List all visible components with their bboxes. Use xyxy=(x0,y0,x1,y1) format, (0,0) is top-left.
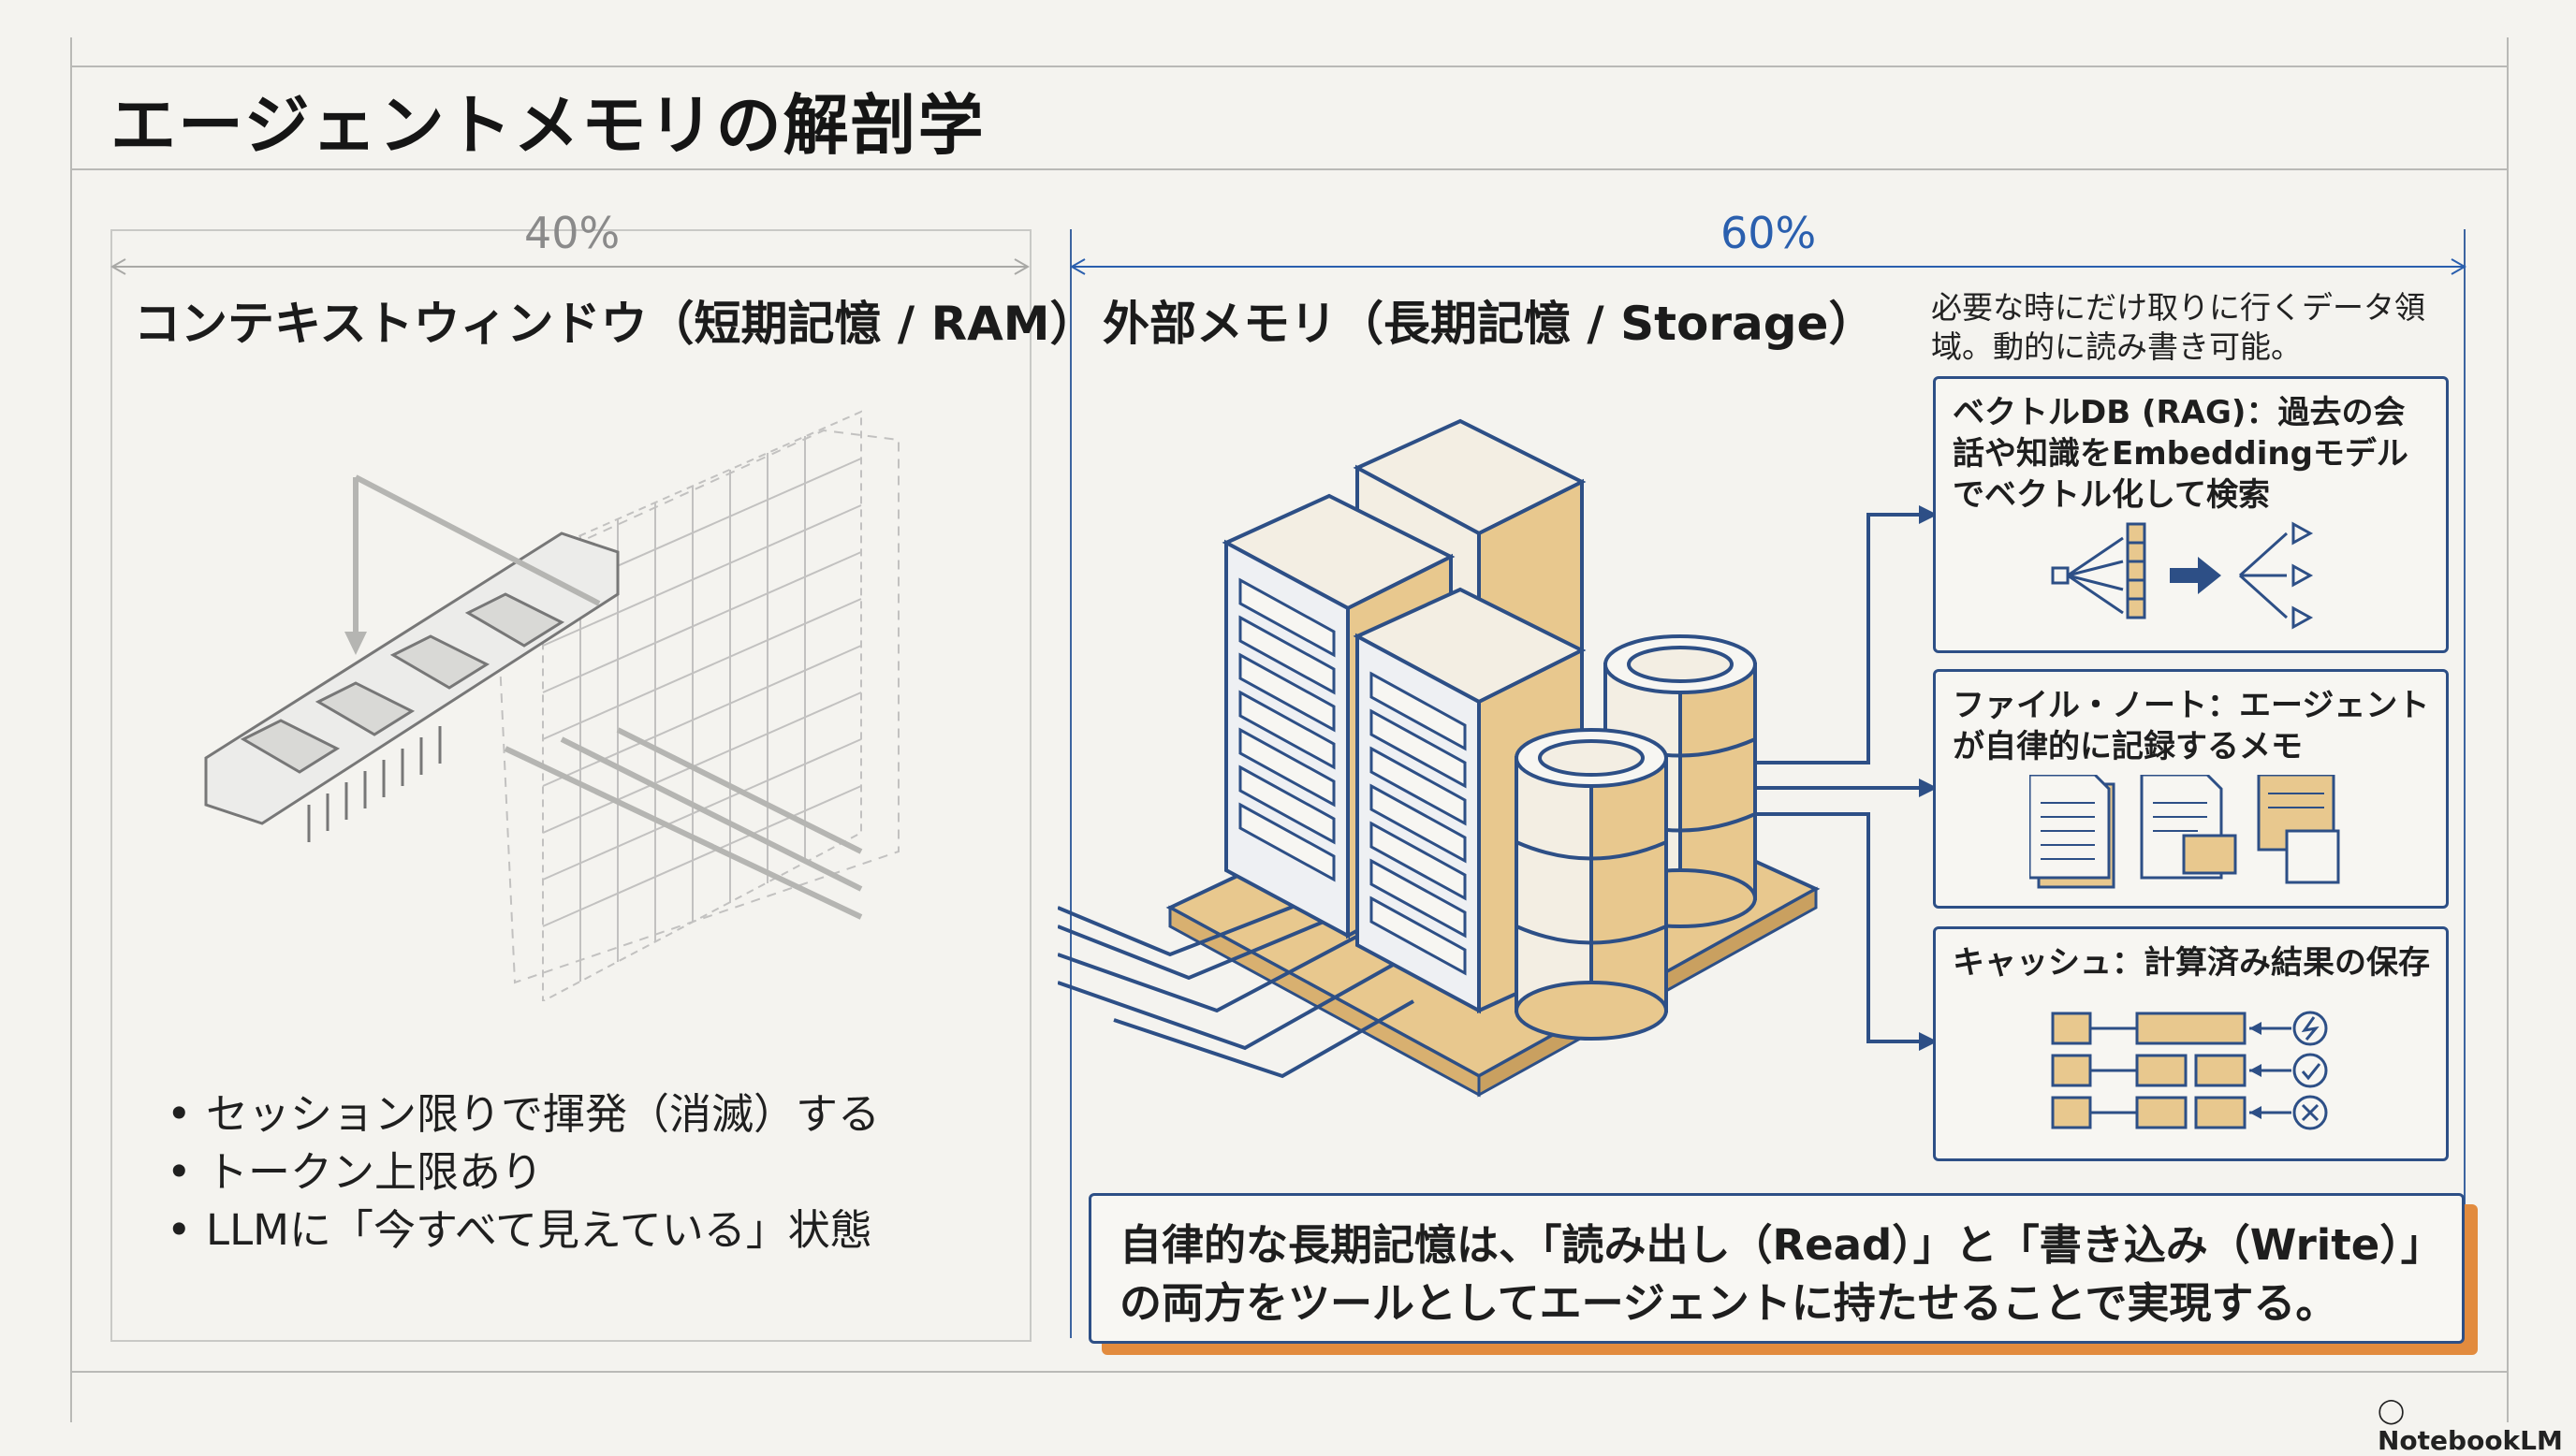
database-icon xyxy=(1515,728,1668,1041)
vector-db-label: ベクトルDB (RAG)：過去の会話や知識をEmbeddingモデルでベクトル化… xyxy=(1953,394,2408,514)
left-heading: コンテキストウィンドウ（短期記憶 / RAM） xyxy=(134,297,1097,351)
cache-box: キャッシュ：計算済み結果の保存 xyxy=(1933,926,2449,1161)
frame-bottom xyxy=(70,1371,2509,1373)
left-width-dimension xyxy=(110,258,1030,275)
notebooklm-logo-icon: ◯ xyxy=(2378,1397,2406,1425)
cache-grid-icon xyxy=(2051,1011,2328,1130)
down-arrow-icon xyxy=(344,632,367,655)
arrow-icon xyxy=(1919,505,1938,524)
ram-module-icon xyxy=(204,531,620,842)
frame-top xyxy=(70,66,2509,67)
summary-text: 自律的な長期記憶は、「読み出し（Read）」と「書き込み（Write）」の両方を… xyxy=(1120,1220,2422,1328)
bullet-item: LLMに「今すべて見えている」状態 xyxy=(167,1201,880,1259)
right-width-dimension xyxy=(1070,258,2466,275)
right-panel-right-border xyxy=(2464,229,2466,1338)
ram-context-illustration xyxy=(204,410,900,1001)
frame-left xyxy=(70,37,72,1422)
right-heading: 外部メモリ（長期記憶 / Storage） xyxy=(1103,297,1876,351)
frame-right xyxy=(2507,37,2509,1422)
left-bullet-list: セッション限りで揮発（消滅）する トークン上限あり LLMに「今すべて見えている… xyxy=(167,1085,880,1259)
logo-text: NotebookLM xyxy=(2378,1425,2563,1456)
page-title: エージェントメモリの解剖学 xyxy=(110,87,986,164)
files-notes-box: ファイル・ノート：エージェントが自律的に記録するメモ xyxy=(1933,669,2449,909)
right-percent-label: 60% xyxy=(1720,208,1817,258)
vector-db-box: ベクトルDB (RAG)：過去の会話や知識をEmbeddingモデルでベクトル化… xyxy=(1933,376,2449,653)
notebooklm-logo: ◯ NotebookLM xyxy=(2378,1394,2576,1456)
arrow-icon xyxy=(1919,1032,1938,1051)
bullet-item: セッション限りで揮発（消滅）する xyxy=(167,1085,880,1143)
bullet-item: トークン上限あり xyxy=(167,1143,880,1201)
left-panel xyxy=(110,229,1032,1342)
document-notes-icon xyxy=(2029,775,2340,889)
right-panel-left-border xyxy=(1070,229,1072,1338)
files-notes-label: ファイル・ノート：エージェントが自律的に記録するメモ xyxy=(1953,687,2430,765)
context-grid-icon xyxy=(494,410,900,1001)
summary-callout: 自律的な長期記憶は、「読み出し（Read）」と「書き込み（Write）」の両方を… xyxy=(1089,1193,2465,1344)
frame-title-divider xyxy=(70,168,2509,170)
left-percent-label: 40% xyxy=(524,208,621,258)
vector-embedding-icon xyxy=(2051,521,2314,630)
storage-illustration xyxy=(1058,418,1938,1098)
cache-label: キャッシュ：計算済み結果の保存 xyxy=(1953,944,2430,982)
storage-note: 必要な時にだけ取りに行くデータ領域。動的に読み書き可能。 xyxy=(1931,289,2425,365)
server-rack-icon xyxy=(1353,587,1587,1014)
arrow-icon xyxy=(1919,779,1938,797)
